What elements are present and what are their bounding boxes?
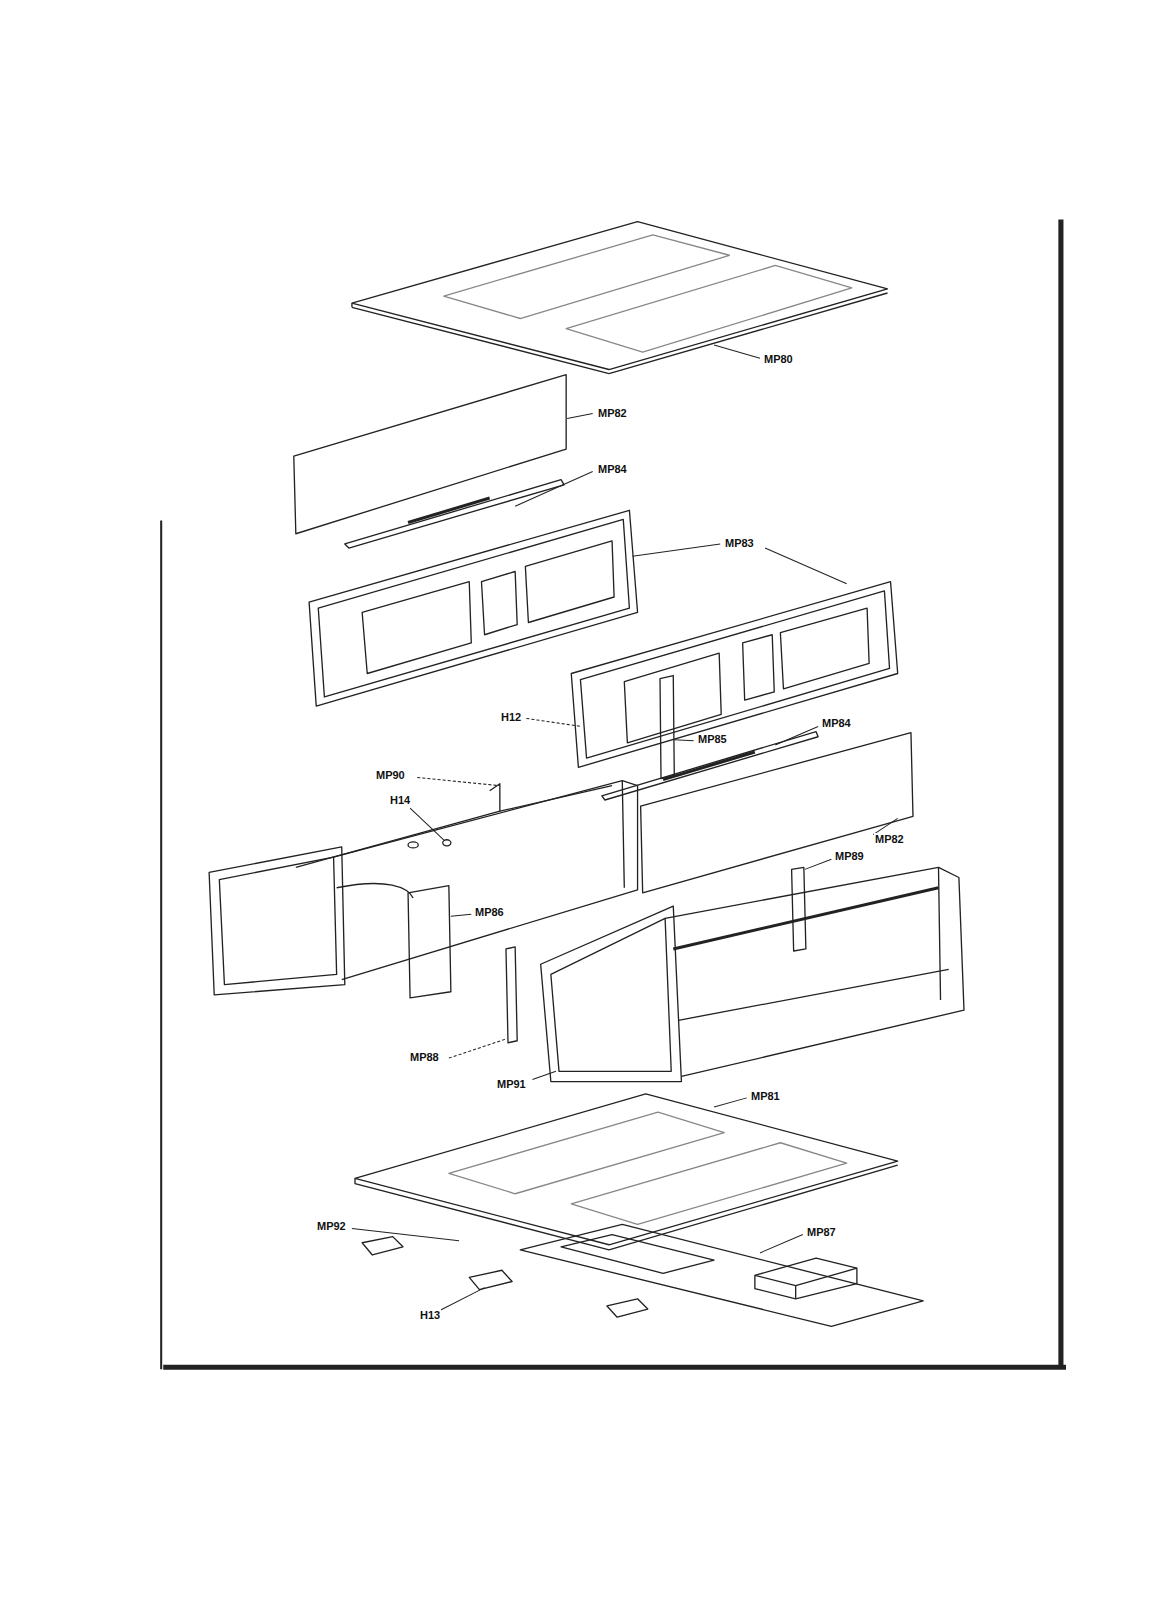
- callout-label: MP85: [697, 733, 728, 746]
- callout-label: MP88: [409, 1051, 440, 1064]
- callout-label: H13: [419, 1309, 441, 1322]
- callout-label: MP90: [375, 769, 406, 782]
- callout-label: MP81: [750, 1090, 781, 1103]
- callout-label: MP82: [597, 407, 628, 420]
- callout-label: MP92: [316, 1220, 347, 1233]
- callout-label: MP84: [821, 717, 852, 730]
- callout-label: H12: [500, 711, 522, 724]
- callout-label: MP86: [474, 906, 505, 919]
- callout-label: H14: [389, 794, 411, 807]
- callout-label: MP83: [724, 537, 755, 550]
- callout-label: MP91: [496, 1078, 527, 1091]
- callout-label: MP87: [806, 1226, 837, 1239]
- callout-label: MP80: [763, 353, 794, 366]
- callout-label: MP82: [874, 833, 905, 846]
- callout-label: MP84: [597, 463, 628, 476]
- callout-label: MP89: [834, 850, 865, 863]
